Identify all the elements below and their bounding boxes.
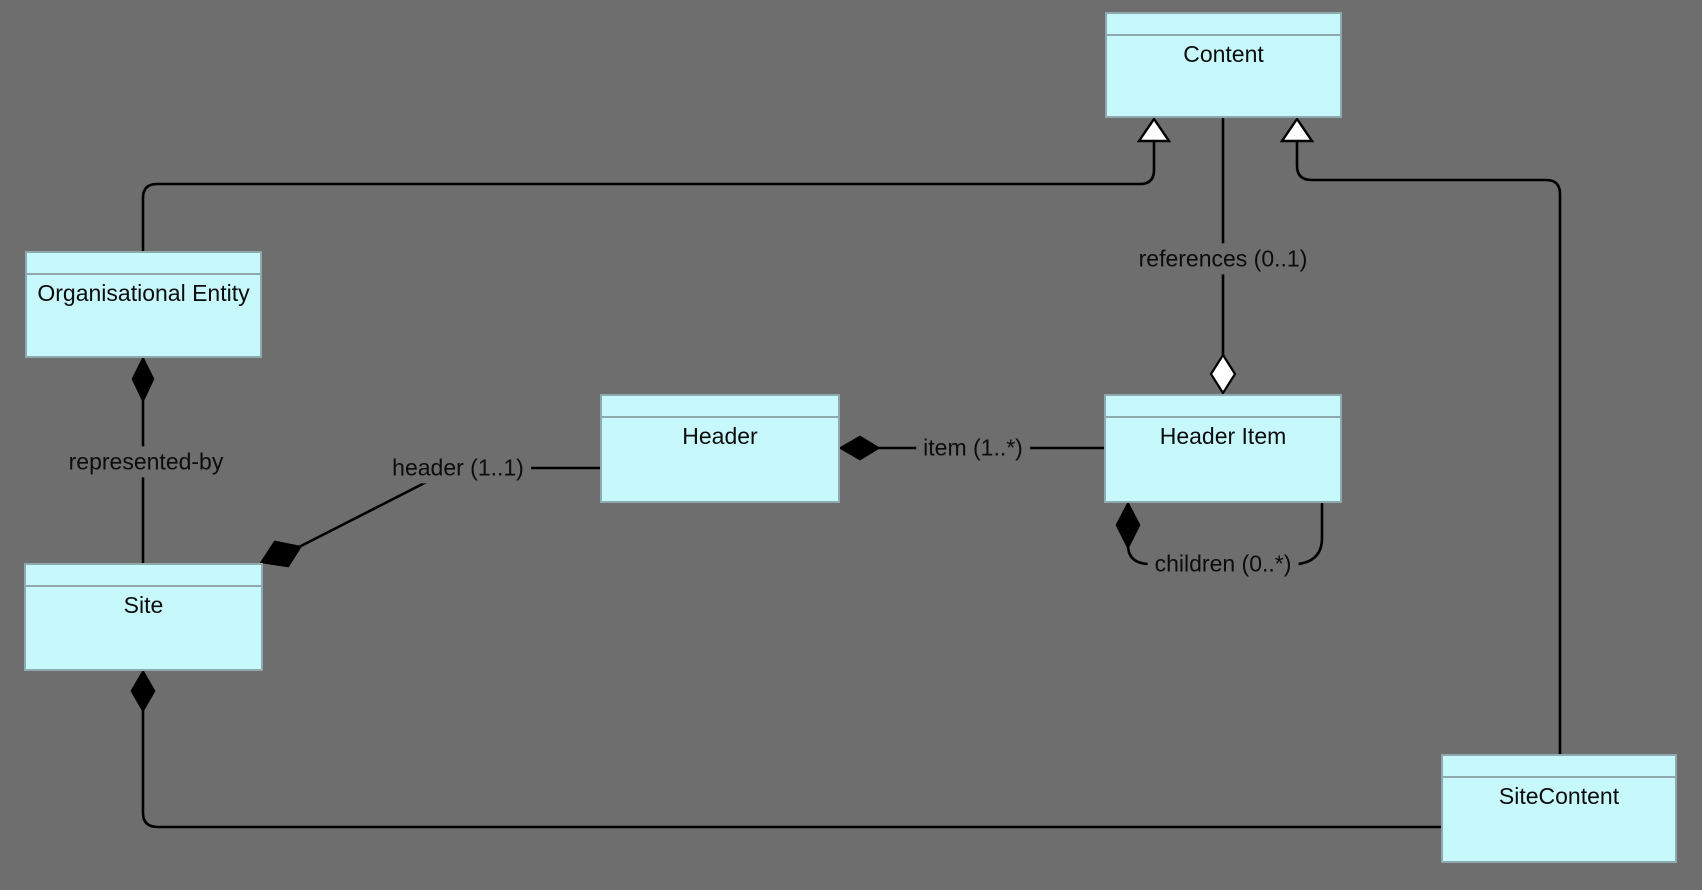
- class-node-header[interactable]: Header: [600, 394, 840, 503]
- class-node-header-item[interactable]: Header Item: [1104, 394, 1342, 503]
- class-node-organisational-entity[interactable]: Organisational Entity: [25, 251, 262, 358]
- class-stereotype-compartment: [1106, 396, 1340, 418]
- class-stereotype-compartment: [1107, 14, 1340, 36]
- edge-label-represented-by: represented-by: [61, 446, 231, 478]
- class-stereotype-compartment: [27, 253, 260, 275]
- class-node-sitecontent[interactable]: SiteContent: [1441, 754, 1677, 863]
- inheritance-arrow-right: [1279, 116, 1315, 143]
- class-stereotype-compartment: [1443, 756, 1675, 778]
- composition-diamond-children: [1115, 501, 1141, 550]
- generalization-orgentity-content[interactable]: [141, 140, 1156, 254]
- class-name: Header: [682, 423, 758, 449]
- composition-diamond-site-sitecontent: [130, 669, 156, 713]
- aggregation-diamond-references: [1209, 352, 1237, 396]
- class-name: Header Item: [1159, 423, 1287, 449]
- composition-diamond-header-item: [838, 435, 881, 461]
- edge-label-references: references (0..1): [1131, 243, 1315, 275]
- class-stereotype-compartment: [26, 565, 261, 587]
- class-node-site[interactable]: Site: [24, 563, 263, 671]
- class-name: Site: [123, 592, 164, 618]
- class-name: Content: [1183, 41, 1264, 67]
- composition-diamond-orgentity: [131, 356, 155, 404]
- edge-label-children: children (0..*): [1147, 548, 1299, 580]
- class-name: Organisational Entity: [37, 280, 250, 306]
- class-name: SiteContent: [1498, 783, 1620, 809]
- association-site-sitecontent[interactable]: [141, 707, 1443, 829]
- edge-label-item: item (1..*): [916, 432, 1030, 464]
- generalization-sitecontent-content[interactable]: [1295, 140, 1562, 756]
- inheritance-arrow-left: [1136, 116, 1172, 143]
- class-stereotype-compartment: [602, 396, 838, 418]
- composition-diamond-site-header: [259, 540, 303, 568]
- class-node-content[interactable]: Content: [1105, 12, 1342, 118]
- edge-label-header: header (1..1): [385, 452, 531, 484]
